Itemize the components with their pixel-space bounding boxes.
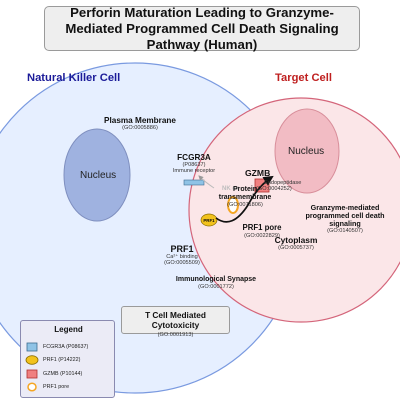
prf1-label: PRF1 Ca²⁺ binding (GO:0005509) xyxy=(160,244,204,267)
nk-grey-arrow xyxy=(198,175,215,189)
prf1-node[interactable] xyxy=(200,213,218,227)
nk-cell-label: Natural Killer Cell xyxy=(27,72,121,84)
gzmb-title: GZMB xyxy=(245,168,271,178)
plasma-membrane-go: (GO:0005886) xyxy=(122,125,158,132)
cytoplasm-label: Cytoplasm (GO:0005737) xyxy=(268,235,324,252)
granzyme-death-signaling-label: Granzyme-mediated programmed cell death … xyxy=(298,203,392,235)
nk-ghost-text: NK ex xyxy=(222,186,240,192)
legend-item-label: FCGR3A (P08637) xyxy=(43,344,89,350)
prf1-pore-go: (GO:0022829) xyxy=(244,232,280,239)
gzmb-go: (GO:0004252) xyxy=(256,185,292,192)
legend-item-prf1-pore: PRF1 pore xyxy=(25,381,69,393)
fcgr3a-receptor-node[interactable] xyxy=(183,179,205,186)
target-cell-label: Target Cell xyxy=(275,72,332,84)
gzmb-desc: Endopeptidase xyxy=(264,179,302,186)
fcgr3a-label: FCGR3A (P08637) Immune receptor xyxy=(168,153,220,175)
legend-title: Legend xyxy=(54,325,83,334)
legend: Legend FCGR3A (P08637) PRF1 (P14222) GZM… xyxy=(20,320,115,398)
prf1-node-label: PRF1 xyxy=(203,218,215,223)
prf1-pore-title: PRF1 pore xyxy=(242,223,282,232)
legend-item-fcgr3a: FCGR3A (P08637) xyxy=(25,341,88,353)
legend-item-label: GZMB (P10144) xyxy=(43,371,83,377)
plasma-membrane-title: Plasma Membrane xyxy=(104,116,176,125)
target-nucleus-label: Nucleus xyxy=(288,146,325,157)
plasma-membrane-label: Plasma Membrane (GO:0005886) xyxy=(100,116,180,131)
protein-transmembrane-title: Protein transmembrane xyxy=(218,186,272,201)
prf1-title: PRF1 xyxy=(170,244,194,254)
prf1-to-gzmb-arrow xyxy=(215,175,274,223)
immunological-synapse-title: Immunological Synapse xyxy=(175,276,257,283)
t-cell-cytotoxicity-box: T Cell Mediated Cytotoxicity (GO:0001913… xyxy=(121,306,230,338)
blue-rect-icon xyxy=(25,342,39,352)
fcgr3a-id: (P08637) xyxy=(182,162,206,169)
granzyme-death-go: (GO:0140507) xyxy=(327,228,363,235)
legend-item-prf1: PRF1 (P14222) xyxy=(25,354,80,366)
cytoplasm-title: Cytoplasm xyxy=(274,235,318,245)
protein-transmembrane-label: Protein transmembrane (GO:0071806) xyxy=(210,186,280,208)
legend-item-label: PRF1 (P14222) xyxy=(43,357,81,363)
fcgr3a-desc: Immune receptor xyxy=(172,168,216,175)
target-cell-membrane xyxy=(188,97,400,323)
prf1-desc: Ca²⁺ binding xyxy=(166,254,198,261)
diagram-title: Perforin Maturation Leading to Granzyme-… xyxy=(44,5,360,52)
immunological-synapse-go: (GO:0001772) xyxy=(198,283,234,290)
yellow-ellipse-icon xyxy=(25,355,39,365)
immunological-synapse-label: Immunological Synapse (GO:0001772) xyxy=(170,276,262,290)
nk-nucleus-label: Nucleus xyxy=(80,170,117,181)
red-rect-icon xyxy=(25,369,39,379)
prf1-pore-ring[interactable] xyxy=(227,196,239,214)
legend-item-label: PRF1 pore xyxy=(43,384,70,390)
target-nucleus xyxy=(274,108,340,194)
t-cell-cytotoxicity-go: (GO:0001913) xyxy=(157,332,194,338)
gzmb-label: GZMB Endopeptidase (GO:0004252) xyxy=(245,168,305,192)
cytoplasm-go: (GO:0005737) xyxy=(278,245,314,252)
granzyme-death-title: Granzyme-mediated programmed cell death … xyxy=(305,203,385,229)
legend-item-gzmb: GZMB (P10144) xyxy=(25,368,82,380)
orange-ring-icon xyxy=(25,382,39,392)
prf1-go: (GO:0005509) xyxy=(164,260,200,267)
t-cell-cytotoxicity-title: T Cell Mediated Cytotoxicity xyxy=(145,310,206,330)
nk-nucleus xyxy=(63,128,131,222)
fcgr3a-title: FCGR3A xyxy=(177,153,211,162)
prf1-pore-label: PRF1 pore (GO:0022829) xyxy=(238,223,286,239)
protein-transmembrane-go: (GO:0071806) xyxy=(227,201,263,208)
